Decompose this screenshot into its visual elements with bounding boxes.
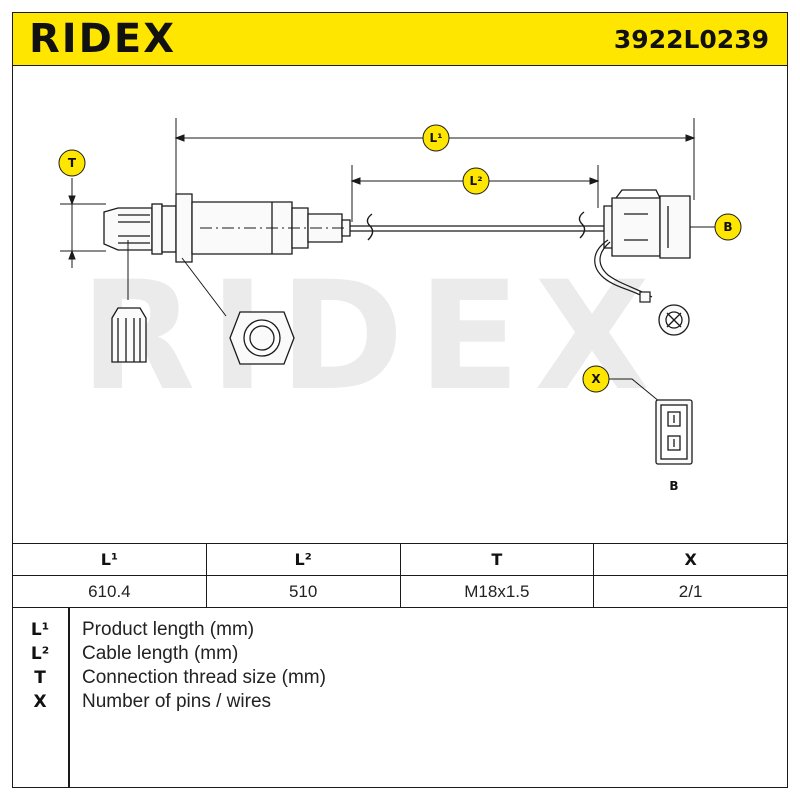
connector-face — [655, 399, 693, 465]
ground-wire — [594, 239, 653, 303]
legend-item: L¹ Product length (mm) — [12, 618, 254, 642]
spec-value-row: 610.4 510 M18x1.5 2/1 — [12, 575, 788, 608]
connector-caption: B — [669, 479, 678, 493]
legend-description: Connection thread size (mm) — [82, 667, 326, 688]
connector-plug — [603, 189, 691, 259]
legend-item: T Connection thread size (mm) — [12, 666, 326, 690]
legend-description: Cable length (mm) — [82, 643, 239, 664]
part-number: 3922L0239 — [613, 24, 769, 54]
spec-value-t: M18x1.5 — [399, 575, 595, 608]
lambda-sensor — [103, 193, 351, 263]
l1-label-circle — [422, 124, 450, 152]
dimension-t — [60, 178, 106, 268]
sensor-diagram: L¹ L² T — [58, 118, 742, 493]
legend: L¹ Product length (mm) L² Cable length (… — [12, 607, 788, 788]
legend-description: Product length (mm) — [82, 619, 255, 640]
legend-symbol: L¹ — [30, 620, 50, 640]
spec-header-t: T — [399, 543, 595, 576]
l1-label: L¹ — [430, 131, 443, 145]
hex-nut-detail — [181, 257, 295, 365]
legend-symbol: X — [33, 692, 47, 712]
x-callout-label: X — [591, 372, 601, 386]
spec-table: L¹ L² T X 610.4 510 M18x1.5 2/1 — [12, 543, 788, 608]
t-label: T — [68, 156, 77, 170]
x-callout-leader — [609, 378, 661, 403]
spec-header-row: L¹ L² T X — [12, 543, 788, 576]
brand-logo: RIDEX — [29, 16, 177, 62]
legend-symbol: T — [34, 668, 46, 688]
t-label-circle — [58, 149, 86, 177]
legend-divider — [68, 607, 70, 788]
legend-symbol: L² — [30, 644, 50, 664]
protective-cap — [111, 240, 147, 363]
spec-header-l2: L² — [205, 543, 401, 576]
legend-item: X Number of pins / wires — [12, 690, 271, 714]
brand-watermark: RIDEX — [80, 250, 664, 424]
ring-terminal — [658, 304, 690, 336]
spec-header-l1: L¹ — [12, 543, 207, 576]
content-frame — [12, 66, 788, 788]
l2-label: L² — [470, 174, 483, 188]
legend-description: Number of pins / wires — [82, 691, 272, 712]
spec-value-x: 2/1 — [593, 575, 788, 608]
sensor-cable — [350, 211, 604, 241]
spec-header-x: X — [593, 543, 788, 576]
spec-value-l2: 510 — [205, 575, 401, 608]
l2-label-circle — [462, 167, 490, 195]
header-bar: RIDEX 3922L0239 — [12, 12, 788, 66]
spec-value-l1: 610.4 — [12, 575, 207, 608]
b-callout-label: B — [723, 220, 732, 234]
legend-item: L² Cable length (mm) — [12, 642, 238, 666]
